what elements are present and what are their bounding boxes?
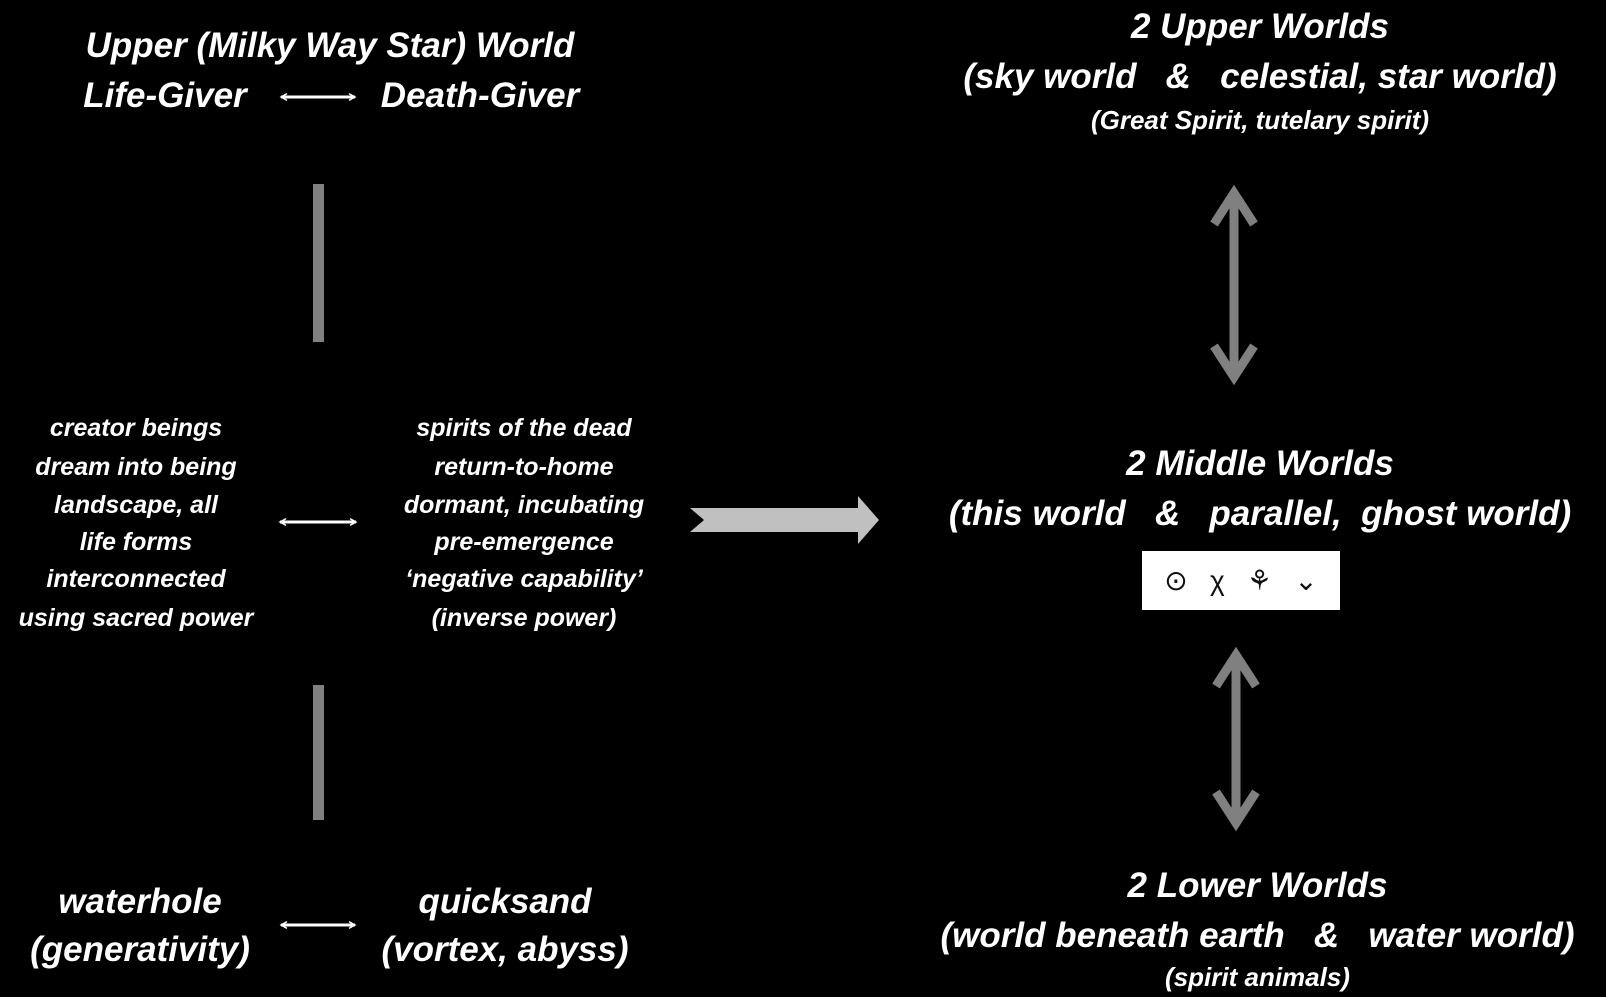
creator-line: interconnected <box>46 565 226 593</box>
tree-figure-icon: ⚘ <box>1246 565 1273 596</box>
upper-vertical-bar <box>313 184 324 342</box>
quicksand-label: quicksand <box>418 882 592 921</box>
creator-line: using sacred power <box>18 604 254 632</box>
spirits-line: dormant, incubating <box>403 491 645 519</box>
creator-line: creator beings <box>49 414 223 442</box>
quicksand-block: quicksand (vortex, abyss) <box>360 878 650 974</box>
middle-worlds-block: 2 Middle Worlds (this world & parallel, … <box>920 440 1600 540</box>
waterhole-label: waterhole <box>58 882 222 921</box>
big-right-arrow <box>690 496 879 544</box>
spirits-line: (inverse power) <box>431 604 617 632</box>
upper-worlds-title: 2 Upper Worlds <box>1130 7 1389 46</box>
creator-line: life forms <box>79 528 193 556</box>
upper-world-header: Upper (Milky Way Star) World <box>40 22 620 70</box>
lower-worlds-title: 2 Lower Worlds <box>1127 866 1388 905</box>
lower-worlds-sub: (world beneath earth & water world) <box>940 916 1575 955</box>
lower-worlds-block: 2 Lower Worlds (world beneath earth & wa… <box>910 862 1605 992</box>
death-giver-label: Death-Giver <box>380 76 580 115</box>
spirits-line: return-to-home <box>434 453 614 481</box>
upper-worlds-block: 2 Upper Worlds (sky world & celestial, s… <box>920 3 1600 137</box>
creator-line: dream into being <box>35 453 237 481</box>
upper-worlds-sub: (sky world & celestial, star world) <box>963 57 1557 96</box>
lower-vertical-bar <box>313 685 324 820</box>
upper-worlds-note: (Great Spirit, tutelary spirit) <box>1090 105 1430 135</box>
life-giver-label: Life-Giver <box>83 76 247 115</box>
spirits-line: ‘negative capability’ <box>405 565 643 593</box>
waterhole-sub: (generativity) <box>30 930 250 969</box>
spirits-block: spirits of the dead return-to-home dorma… <box>375 409 673 638</box>
middle-worlds-title: 2 Middle Worlds <box>1126 444 1394 483</box>
symbols-box: ⊙ χ ⚘ ⌄ <box>1142 551 1340 610</box>
creator-beings-block: creator beings dream into being landscap… <box>0 409 272 638</box>
chevron-down-icon: ⌄ <box>1294 565 1318 596</box>
quicksand-sub: (vortex, abyss) <box>381 930 629 969</box>
upper-middle-double-arrow <box>1210 184 1258 386</box>
middle-lower-double-arrow <box>1212 646 1260 832</box>
spirits-line: pre-emergence <box>434 528 614 556</box>
waterhole-block: waterhole (generativity) <box>10 878 270 974</box>
cross-figure-icon: χ <box>1209 564 1225 596</box>
spirits-line: spirits of the dead <box>416 414 632 442</box>
lower-worlds-note: (spirit animals) <box>1165 962 1350 992</box>
middle-worlds-sub: (this world & parallel, ghost world) <box>948 494 1572 533</box>
upper-world-title: Upper (Milky Way Star) World <box>85 26 575 65</box>
circle-dot-icon: ⊙ <box>1164 565 1188 596</box>
creator-line: landscape, all <box>54 491 218 519</box>
